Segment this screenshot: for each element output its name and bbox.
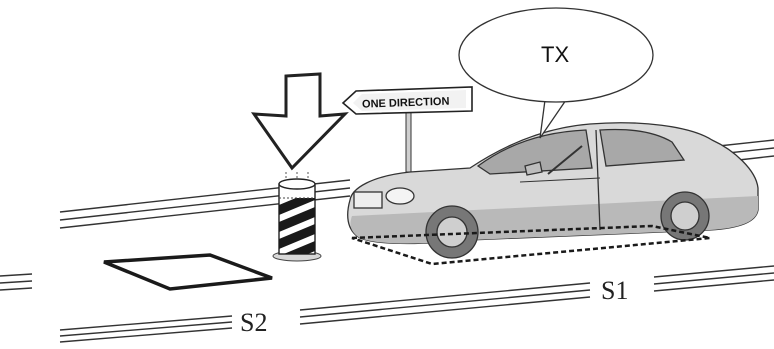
speech-bubble-icon: TX	[459, 8, 653, 138]
s2-zone	[104, 255, 272, 289]
speech-bubble-label: TX	[541, 42, 569, 67]
sensor-s2-label: S2	[240, 308, 267, 337]
one-direction-sign: ONE DIRECTION	[343, 87, 472, 172]
bollard	[273, 172, 321, 266]
sensor-s1-label: S1	[601, 276, 628, 305]
down-arrow-icon	[254, 74, 345, 168]
